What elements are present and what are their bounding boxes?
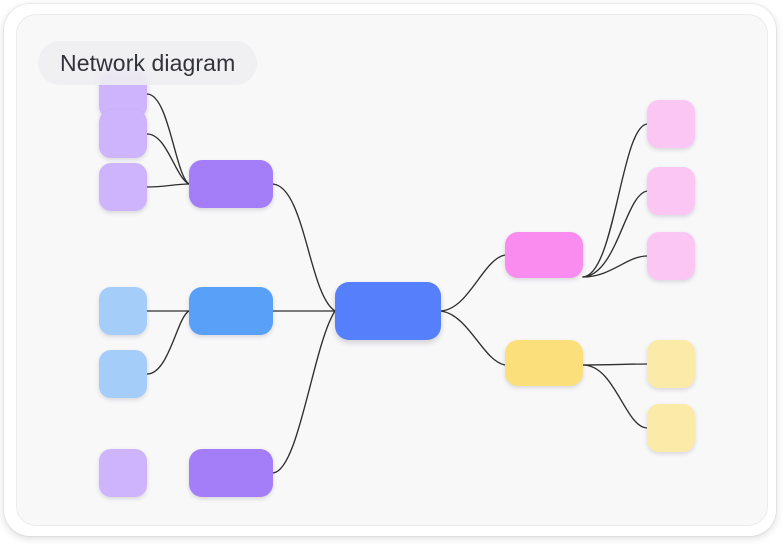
node-root[interactable] [335, 282, 441, 340]
node-leaf-purple-2[interactable] [99, 110, 147, 158]
edge-leaf-blue-2-hub-blue [146, 310, 190, 375]
node-leaf-purple-3[interactable] [99, 163, 147, 211]
diagram-canvas-card[interactable]: Network diagram [16, 14, 768, 526]
edge-leaf-purple-3-hub-purple [146, 183, 190, 188]
node-hub-yellow[interactable] [505, 340, 583, 386]
node-leaf-pink-3[interactable] [647, 232, 695, 280]
node-hub-pink[interactable] [505, 232, 583, 278]
node-leaf-pink-2[interactable] [647, 167, 695, 215]
edge-hub-yellow-leaf-yellow-2 [582, 364, 648, 429]
node-leaf-blue-2[interactable] [99, 350, 147, 398]
node-leaf-yellow-1[interactable] [647, 340, 695, 388]
node-hub-blue[interactable] [189, 287, 273, 335]
edge-hub-pink-leaf-pink-1 [582, 123, 648, 278]
edge-leaf-purple-1-hub-purple [146, 93, 190, 185]
node-leaf-yellow-2[interactable] [647, 404, 695, 452]
edge-hub-pink-leaf-pink-2 [582, 190, 648, 278]
edge-hub-yellow-leaf-yellow-1 [582, 363, 648, 366]
edge-hub-purple-root [272, 183, 336, 312]
node-leaf-blue-1[interactable] [99, 287, 147, 335]
page-title: Network diagram [60, 49, 236, 76]
diagram-canvas[interactable]: Network diagram [17, 15, 767, 525]
edge-root-hub-pink [440, 254, 506, 312]
edge-root-hub-yellow [440, 310, 506, 366]
node-leaf-purple-4[interactable] [99, 449, 147, 497]
node-hub-purple-2[interactable] [189, 449, 273, 497]
edge-leaf-purple-2-hub-purple [146, 133, 190, 185]
node-hub-purple[interactable] [189, 160, 273, 208]
diagram-title-pill[interactable]: Network diagram [38, 41, 258, 85]
node-leaf-pink-1[interactable] [647, 100, 695, 148]
edge-hub-pink-leaf-pink-3 [582, 255, 648, 278]
edge-hub-purple-2-root [272, 310, 336, 474]
